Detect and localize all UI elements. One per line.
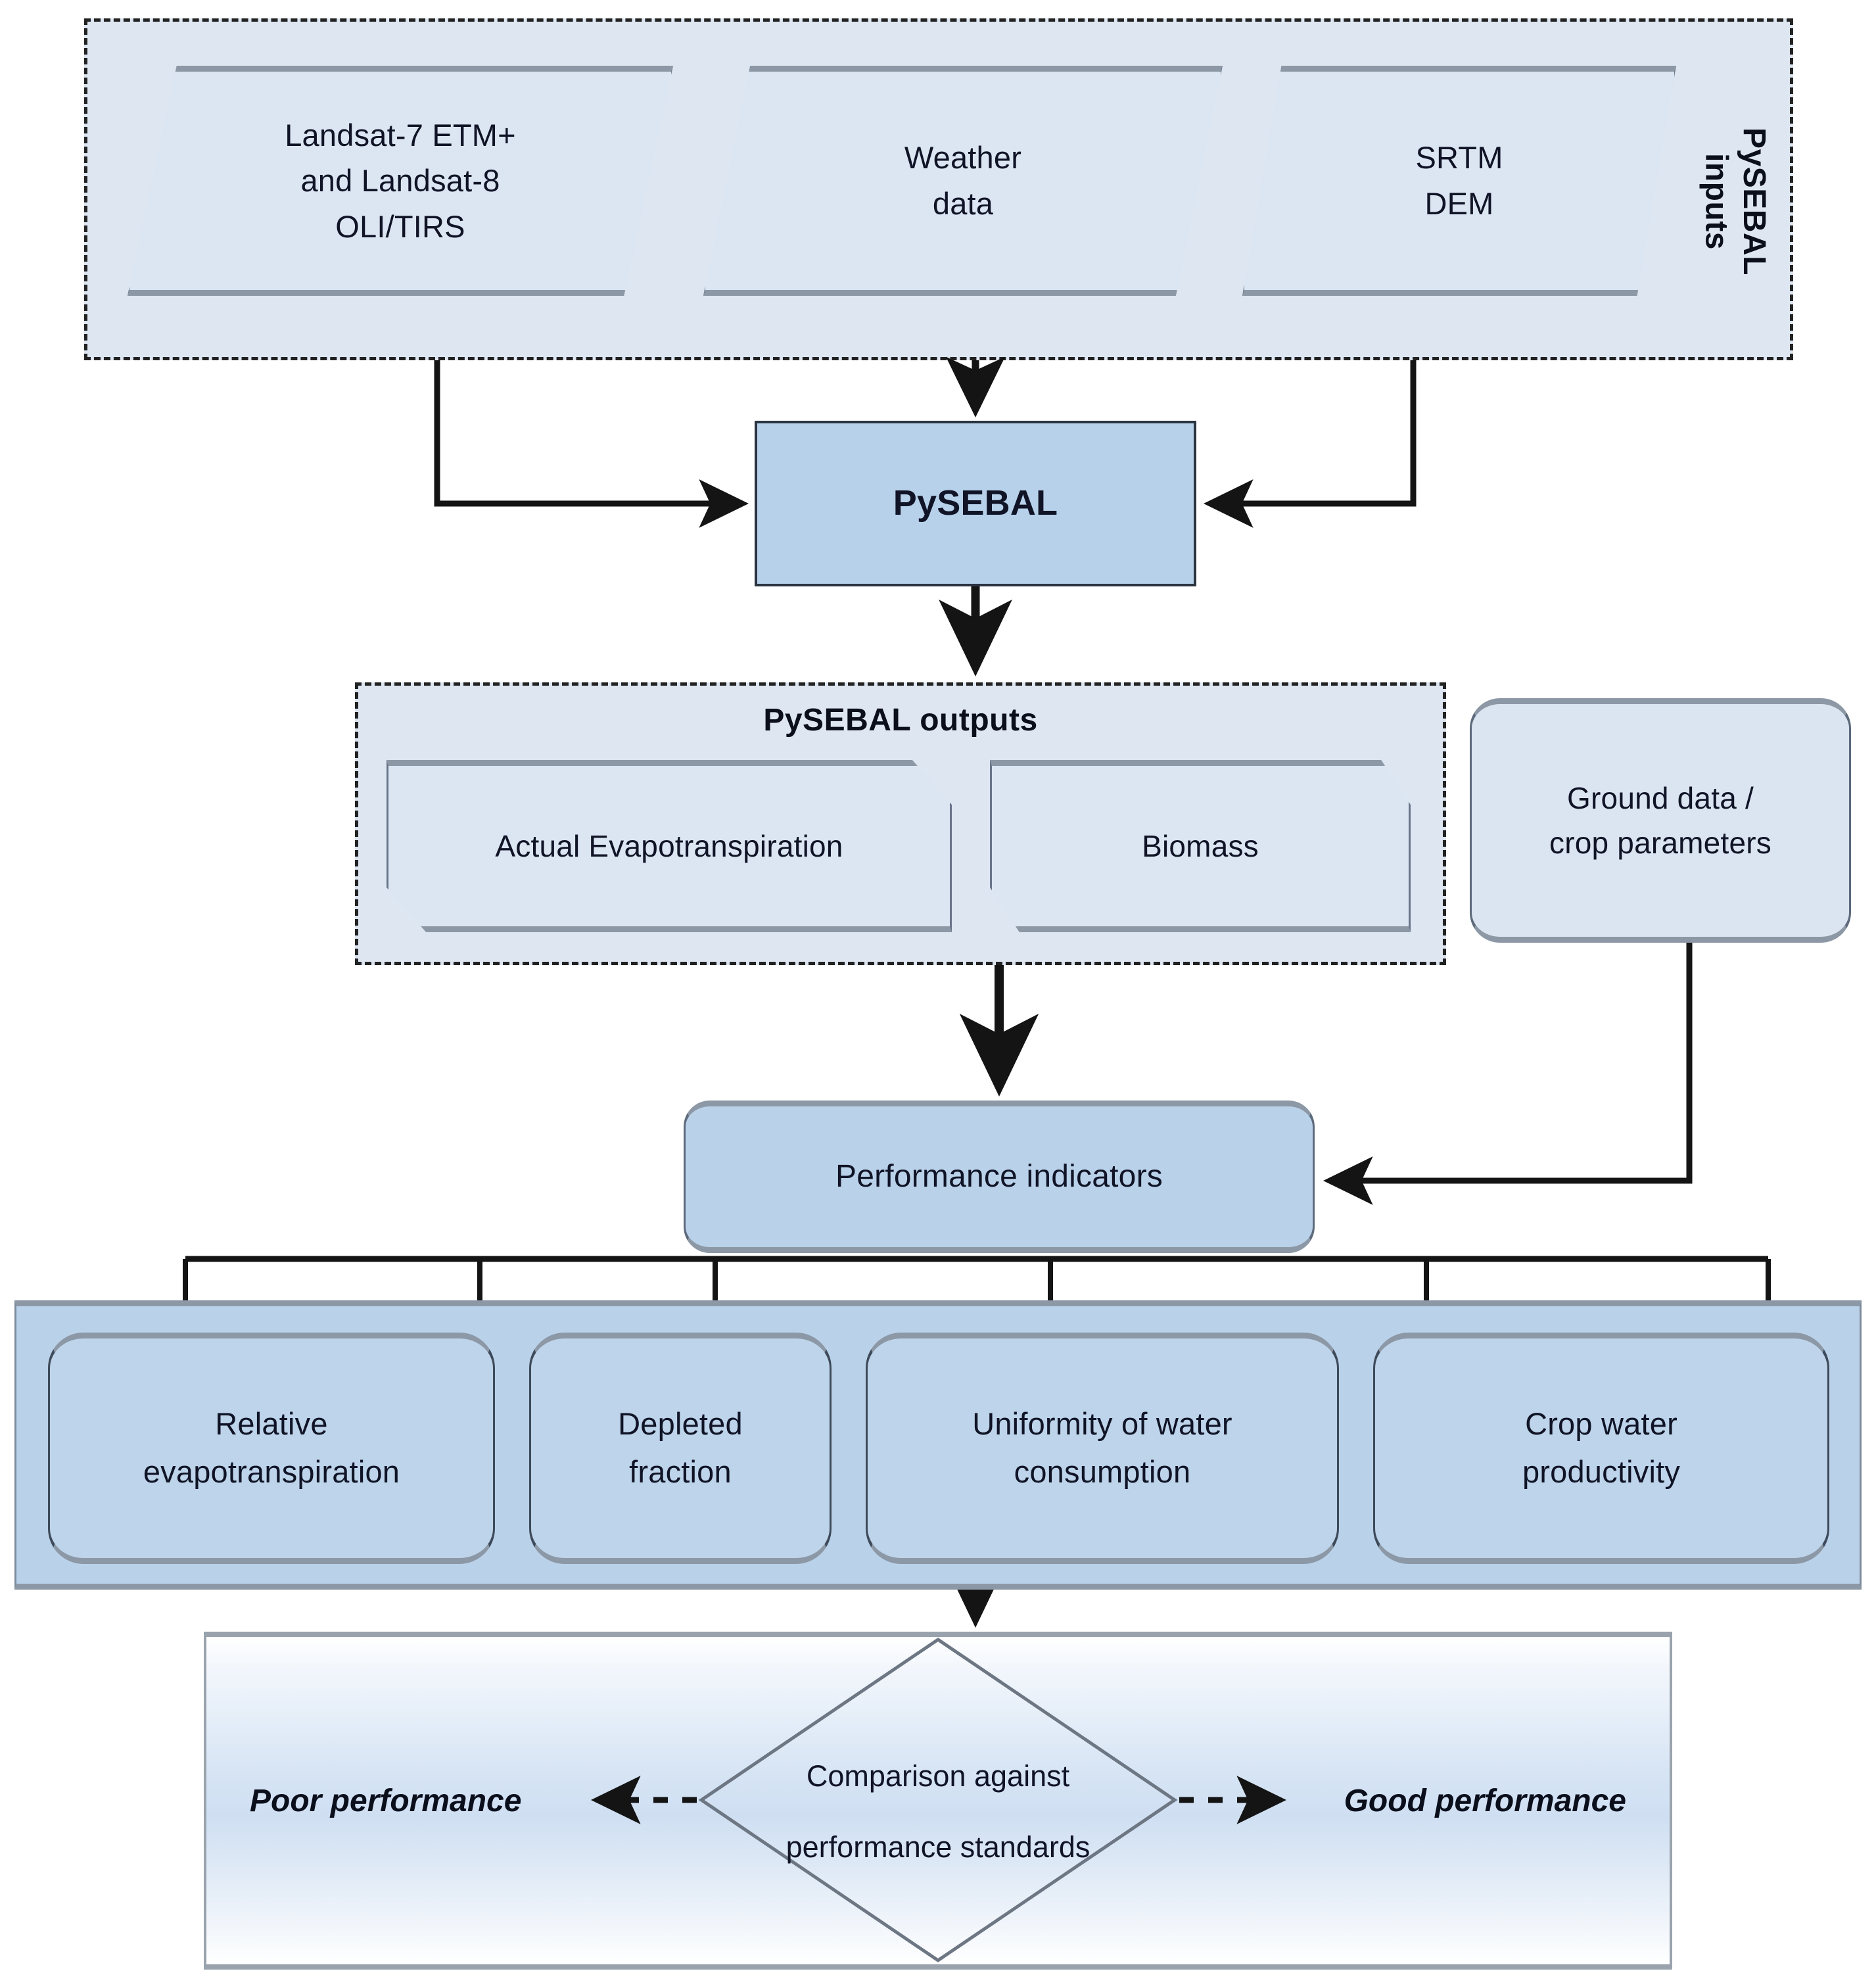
pysebal-engine-label: PySEBAL	[893, 483, 1058, 523]
output-card-biomass-label: Biomass	[1142, 828, 1259, 863]
indicator-crop-water-productivity-label: Crop water productivity	[1522, 1406, 1681, 1489]
wire-inputs-left-to-pysebal	[434, 360, 749, 528]
decision-diamond[interactable]	[695, 1632, 1181, 1968]
input-card-landsat-label: Landsat-7 ETM+ and Landsat-8 OLI/TIRS	[285, 117, 516, 244]
input-card-landsat[interactable]: Landsat-7 ETM+ and Landsat-8 OLI/TIRS	[128, 66, 673, 296]
output-card-biomass[interactable]: Biomass	[990, 760, 1411, 932]
indicator-uniformity-of-water-consumption-label: Uniformity of water consumption	[972, 1406, 1232, 1489]
decision-diamond-label: Comparison against performance standards	[786, 1759, 1090, 1864]
pysebal-outputs-caption: PySEBAL outputs	[763, 703, 1038, 738]
input-card-srtm-dem-label: SRTM DEM	[1415, 140, 1503, 221]
comparison-panel	[204, 1632, 1672, 1970]
input-card-weather-label: Weather data	[904, 140, 1022, 221]
input-card-weather[interactable]: Weather data	[703, 66, 1223, 296]
input-card-srtm-dem[interactable]: SRTM DEM	[1242, 66, 1676, 296]
output-card-actual-evapotranspiration[interactable]: Actual Evapotranspiration	[387, 760, 952, 932]
indicator-uniformity-of-water-consumption[interactable]: Uniformity of water consumption	[866, 1333, 1339, 1564]
outcome-poor-performance: Poor performance	[250, 1784, 522, 1818]
pysebal-engine-node[interactable]: PySEBAL	[755, 421, 1196, 586]
performance-indicators-node[interactable]: Performance indicators	[684, 1100, 1315, 1253]
wire-inputs-right-to-pysebal	[1204, 360, 1417, 528]
indicator-crop-water-productivity[interactable]: Crop water productivity	[1373, 1333, 1829, 1564]
ground-data-node[interactable]: Ground data / crop parameters	[1470, 698, 1851, 943]
output-card-actual-evapotranspiration-label: Actual Evapotranspiration	[495, 828, 843, 863]
indicator-relative-evapotranspiration[interactable]: Relative evapotranspiration	[48, 1333, 495, 1564]
wire-ground-to-performance	[1323, 943, 1693, 1205]
outcome-good-performance: Good performance	[1344, 1784, 1626, 1818]
indicator-relative-evapotranspiration-label: Relative evapotranspiration	[143, 1406, 400, 1489]
ground-data-label: Ground data / crop parameters	[1549, 780, 1771, 860]
pysebal-inputs-caption: PySEBAL inputs	[1699, 127, 1771, 275]
indicator-depleted-fraction[interactable]: Depleted fraction	[529, 1333, 832, 1564]
indicator-depleted-fraction-label: Depleted fraction	[618, 1406, 743, 1489]
performance-indicators-label: Performance indicators	[835, 1159, 1163, 1195]
indicator-strip: Relative evapotranspiration Depleted fra…	[14, 1300, 1862, 1590]
